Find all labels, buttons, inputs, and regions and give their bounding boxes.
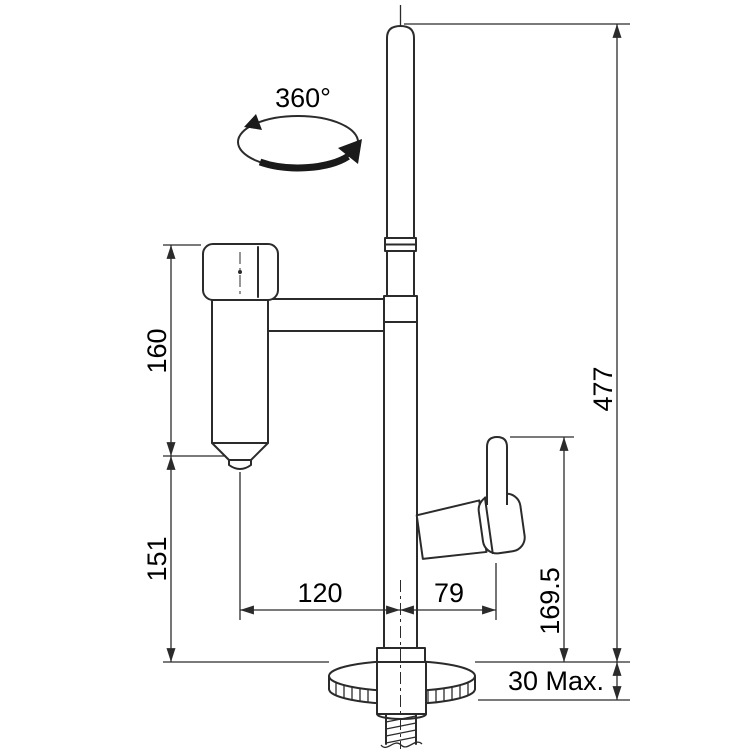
dim-label-120: 120 — [297, 578, 342, 608]
rotation-angle-label: 360° — [275, 83, 331, 113]
dim-label-160: 160 — [142, 328, 172, 373]
rotation-arrow-icon — [237, 114, 362, 172]
dim-label-151: 151 — [142, 536, 172, 581]
dim-label-30-max: 30 Max. — [508, 666, 604, 696]
dimension-filter-height: 160 — [142, 244, 226, 457]
dimension-counter-thickness: 30 Max. — [478, 662, 630, 701]
dimension-nozzle-clearance: 151 — [142, 456, 329, 663]
mounting-nut — [376, 661, 427, 715]
handle — [415, 436, 526, 560]
dimension-overall-height: 477 — [404, 23, 630, 663]
mounting-base — [328, 580, 476, 749]
dimension-handle-height: 169.5 — [510, 436, 574, 662]
rotation-indicator: 360° — [237, 83, 362, 172]
dim-label-79: 79 — [434, 578, 464, 608]
dim-label-169-5: 169.5 — [535, 567, 565, 635]
faucet-spout — [383, 5, 418, 649]
dimension-handle-offset: 79 — [400, 563, 497, 620]
dim-label-477: 477 — [588, 366, 618, 411]
handle-lever — [486, 436, 508, 505]
filter-unit — [202, 243, 279, 470]
side-arm — [265, 298, 391, 332]
dimension-filter-offset: 120 — [239, 472, 400, 620]
